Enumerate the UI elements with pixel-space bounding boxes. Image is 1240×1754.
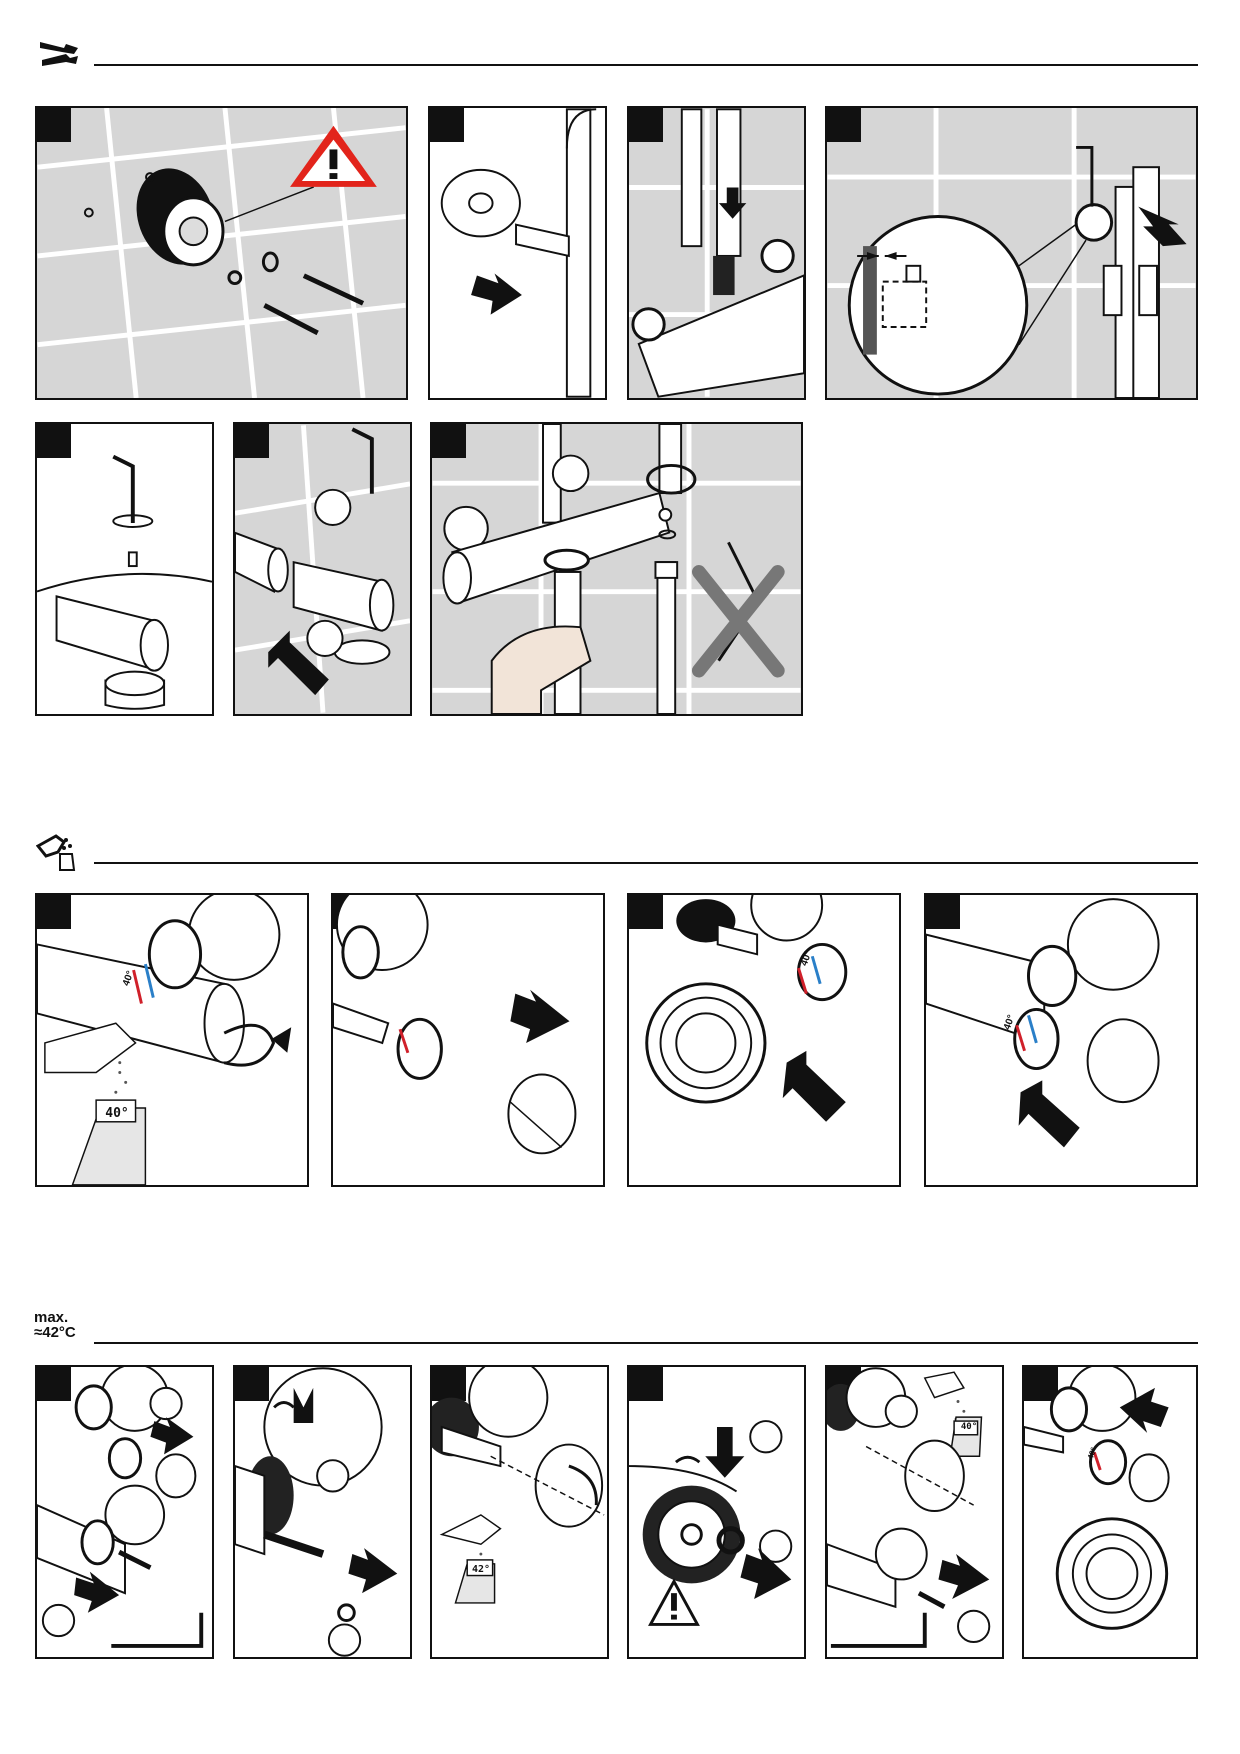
- arrow-icon: [471, 273, 522, 315]
- arrow-icon: [782, 1050, 846, 1122]
- step-number-badge: [432, 1367, 466, 1401]
- step-number-badge: [37, 895, 71, 929]
- section-rule-assembly: [94, 64, 1198, 66]
- hand-icon: [490, 625, 592, 714]
- step-panel-rotate-ring: 40°: [627, 893, 901, 1187]
- step-panel-measure-temperature: 40° 40°: [35, 893, 309, 1187]
- step-number-badge: [430, 108, 464, 142]
- step-panel-escutcheon: [428, 106, 607, 400]
- max-label-line2: ≈42°C: [34, 1324, 76, 1341]
- arrow-icon: [348, 1548, 398, 1594]
- step-number-badge: [629, 108, 663, 142]
- step-number-badge: [827, 108, 861, 142]
- arrow-icon: [74, 1571, 120, 1613]
- arrow-icon: [510, 989, 570, 1043]
- step-number-badge: [235, 424, 269, 458]
- step-panel-attach-handle: 40°: [1022, 1365, 1198, 1659]
- step-panel-remove-screw: [35, 1365, 214, 1659]
- step-number-badge: [926, 895, 960, 929]
- step-number-badge: [629, 895, 663, 929]
- step-number-badge: [432, 424, 466, 458]
- step-number-badge: [37, 108, 71, 142]
- wrench-icon: [36, 34, 82, 70]
- max-temp-label: max. ≈42°C: [34, 1310, 76, 1340]
- max-label-line1: max.: [34, 1309, 69, 1326]
- step-number-badge: [235, 1367, 269, 1401]
- step-panel-set-stop: [627, 1365, 806, 1659]
- step-number-badge: [1024, 1367, 1058, 1401]
- warning-triangle-icon: [648, 1578, 700, 1626]
- arrow-icon: [740, 1548, 792, 1600]
- step-panel-hand-tighten: [430, 422, 803, 716]
- arrow-icon: [1119, 1387, 1169, 1433]
- arrow-icon: [268, 630, 329, 696]
- step-panel-pull-stop-ring: [233, 1365, 412, 1659]
- arrow-icon: [1018, 1080, 1080, 1148]
- step-panel-insert-pipe: [233, 422, 412, 716]
- step-panel-hex-screw: [35, 422, 214, 716]
- section-rule-max-temp: [94, 1342, 1198, 1344]
- hand-icon: [923, 1371, 965, 1399]
- arrow-icon: [718, 187, 747, 219]
- step-panel-reassemble-check: 40°: [825, 1365, 1004, 1659]
- step-panel-remove-handle: [331, 893, 605, 1187]
- step-panel-adjust-depth: [825, 106, 1198, 400]
- step-number-badge: [37, 424, 71, 458]
- step-panel-reattach-handle: 40°: [924, 893, 1198, 1187]
- arrow-icon: [938, 1554, 990, 1600]
- thermometer-display: 40°: [960, 1422, 978, 1432]
- step-number-badge: [629, 1367, 663, 1401]
- step-panel-measure-max: 42°: [430, 1365, 609, 1659]
- hand-icon: [44, 1022, 137, 1074]
- hand-spray-icon: [35, 832, 80, 872]
- arrow-icon: [150, 1417, 194, 1455]
- section-rule-calibration: [94, 862, 1198, 864]
- hand-icon: [439, 1514, 502, 1546]
- step-panel-mount-thermostat: [627, 106, 806, 400]
- arrow-icon: [1138, 206, 1187, 247]
- no-pliers-icon: [691, 565, 785, 678]
- arrow-icon: [705, 1426, 745, 1478]
- step-panel-wall-mount: [35, 106, 408, 400]
- thermometer-display: 40°: [105, 1106, 129, 1121]
- step-number-badge: [37, 1367, 71, 1401]
- thermometer-display: 42°: [471, 1564, 491, 1575]
